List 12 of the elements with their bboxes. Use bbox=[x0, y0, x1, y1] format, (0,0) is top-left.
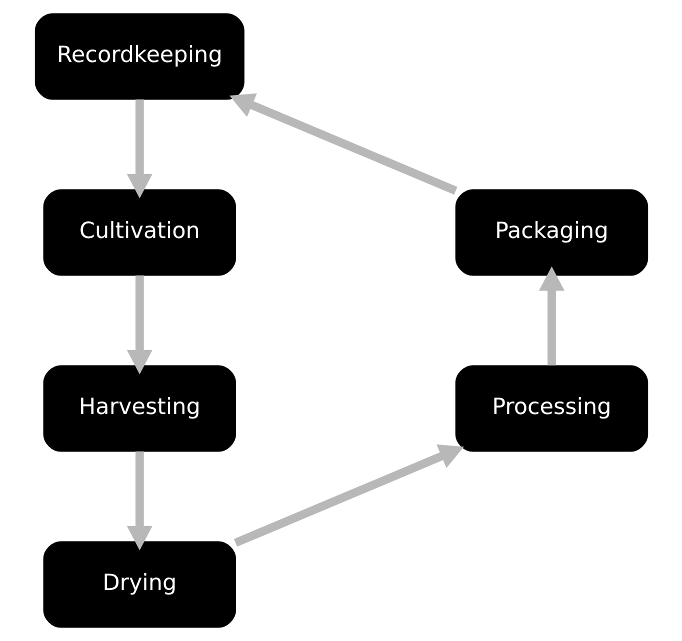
node-box: Recordkeeping bbox=[34, 13, 244, 100]
node-box: Cultivation bbox=[42, 189, 236, 276]
node-box: Drying bbox=[42, 541, 236, 628]
arrow bbox=[126, 99, 152, 198]
arrow bbox=[126, 451, 152, 550]
node-box: Processing bbox=[454, 365, 648, 452]
arrow bbox=[229, 93, 457, 195]
arrow bbox=[233, 444, 464, 547]
arrow bbox=[126, 275, 152, 374]
node-box: Harvesting bbox=[42, 365, 236, 452]
arrow bbox=[538, 266, 564, 366]
node-box: Packaging bbox=[454, 189, 648, 276]
